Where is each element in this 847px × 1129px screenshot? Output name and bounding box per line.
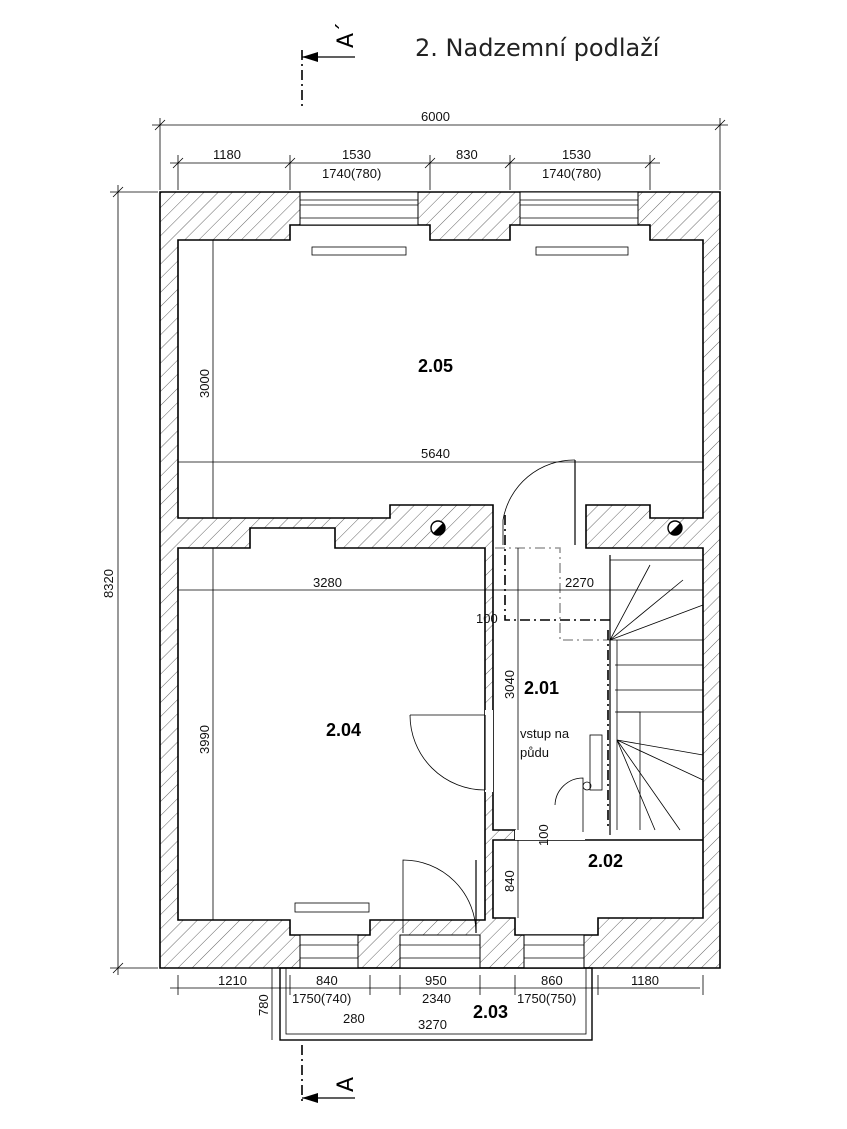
dim-corridor-width: 2270 — [565, 575, 594, 590]
dim-2.04-width: 3280 — [313, 575, 342, 590]
section-line-top — [301, 50, 355, 110]
window-top-left — [299, 191, 419, 256]
plan-title: 2. Nadzemní podlaží — [415, 34, 661, 62]
balcony-door — [399, 859, 481, 969]
dim-top-total: 6000 — [421, 109, 450, 124]
door-2.05 — [497, 459, 583, 548]
door-2.04 — [409, 710, 493, 792]
window-bottom-right — [523, 934, 585, 969]
dim-window-bottom-b: 1750(750) — [517, 991, 576, 1006]
section-mark-bottom: A — [334, 1077, 359, 1092]
dim-corridor-height: 3040 — [502, 670, 517, 699]
room-label-2.04: 2.04 — [326, 720, 361, 740]
room-label-2.02: 2.02 — [588, 851, 623, 871]
section-line-bottom — [301, 1045, 355, 1105]
dim-window-top-b: 1740(780) — [542, 166, 601, 181]
dim-top-1530a: 1530 — [342, 147, 371, 162]
dim-bottom-1180: 1180 — [631, 973, 659, 988]
dim-2.05-width: 5640 — [421, 446, 450, 461]
dim-2.05-height: 3000 — [197, 369, 212, 398]
room-label-2.01: 2.01 — [524, 678, 559, 698]
dim-balcony-3270: 3270 — [418, 1017, 447, 1032]
note-attic-access: vstup na — [520, 726, 570, 741]
window-top-right — [519, 191, 639, 256]
building-walls — [159, 191, 721, 969]
dim-window-top-a: 1740(780) — [322, 166, 381, 181]
door-2.02 — [515, 777, 585, 840]
dim-2.04-height: 3990 — [197, 725, 212, 754]
dim-bottom-860: 860 — [541, 973, 563, 988]
dimension-lines — [110, 118, 728, 1040]
section-mark-top: A´ — [334, 22, 359, 48]
dim-balcony-780: 780 — [256, 994, 271, 1016]
dim-top-1180: 1180 — [213, 147, 241, 162]
dim-bottom-1210: 1210 — [218, 973, 247, 988]
window-bottom-left — [294, 902, 370, 969]
staircase — [495, 515, 704, 835]
room-label-2.03: 2.03 — [473, 1002, 508, 1022]
dim-window-bottom-a: 1750(740) — [292, 991, 351, 1006]
dim-balcony-280: 280 — [343, 1011, 365, 1026]
note-attic-access-2: půdu — [520, 745, 549, 760]
chimney-icon — [430, 520, 683, 536]
dim-2.02-height: 840 — [502, 870, 517, 892]
balcony-outline — [279, 967, 593, 1041]
dim-bottom-2340: 2340 — [422, 991, 451, 1006]
dim-wall-100a: 100 — [476, 611, 498, 626]
dim-left-total: 8320 — [101, 569, 116, 598]
dim-top-1530b: 1530 — [562, 147, 591, 162]
dim-bottom-950: 950 — [425, 973, 447, 988]
room-label-2.05: 2.05 — [418, 356, 453, 376]
dim-top-830: 830 — [456, 147, 478, 162]
dim-wall-100b: 100 — [536, 824, 551, 846]
dim-bottom-840: 840 — [316, 973, 338, 988]
